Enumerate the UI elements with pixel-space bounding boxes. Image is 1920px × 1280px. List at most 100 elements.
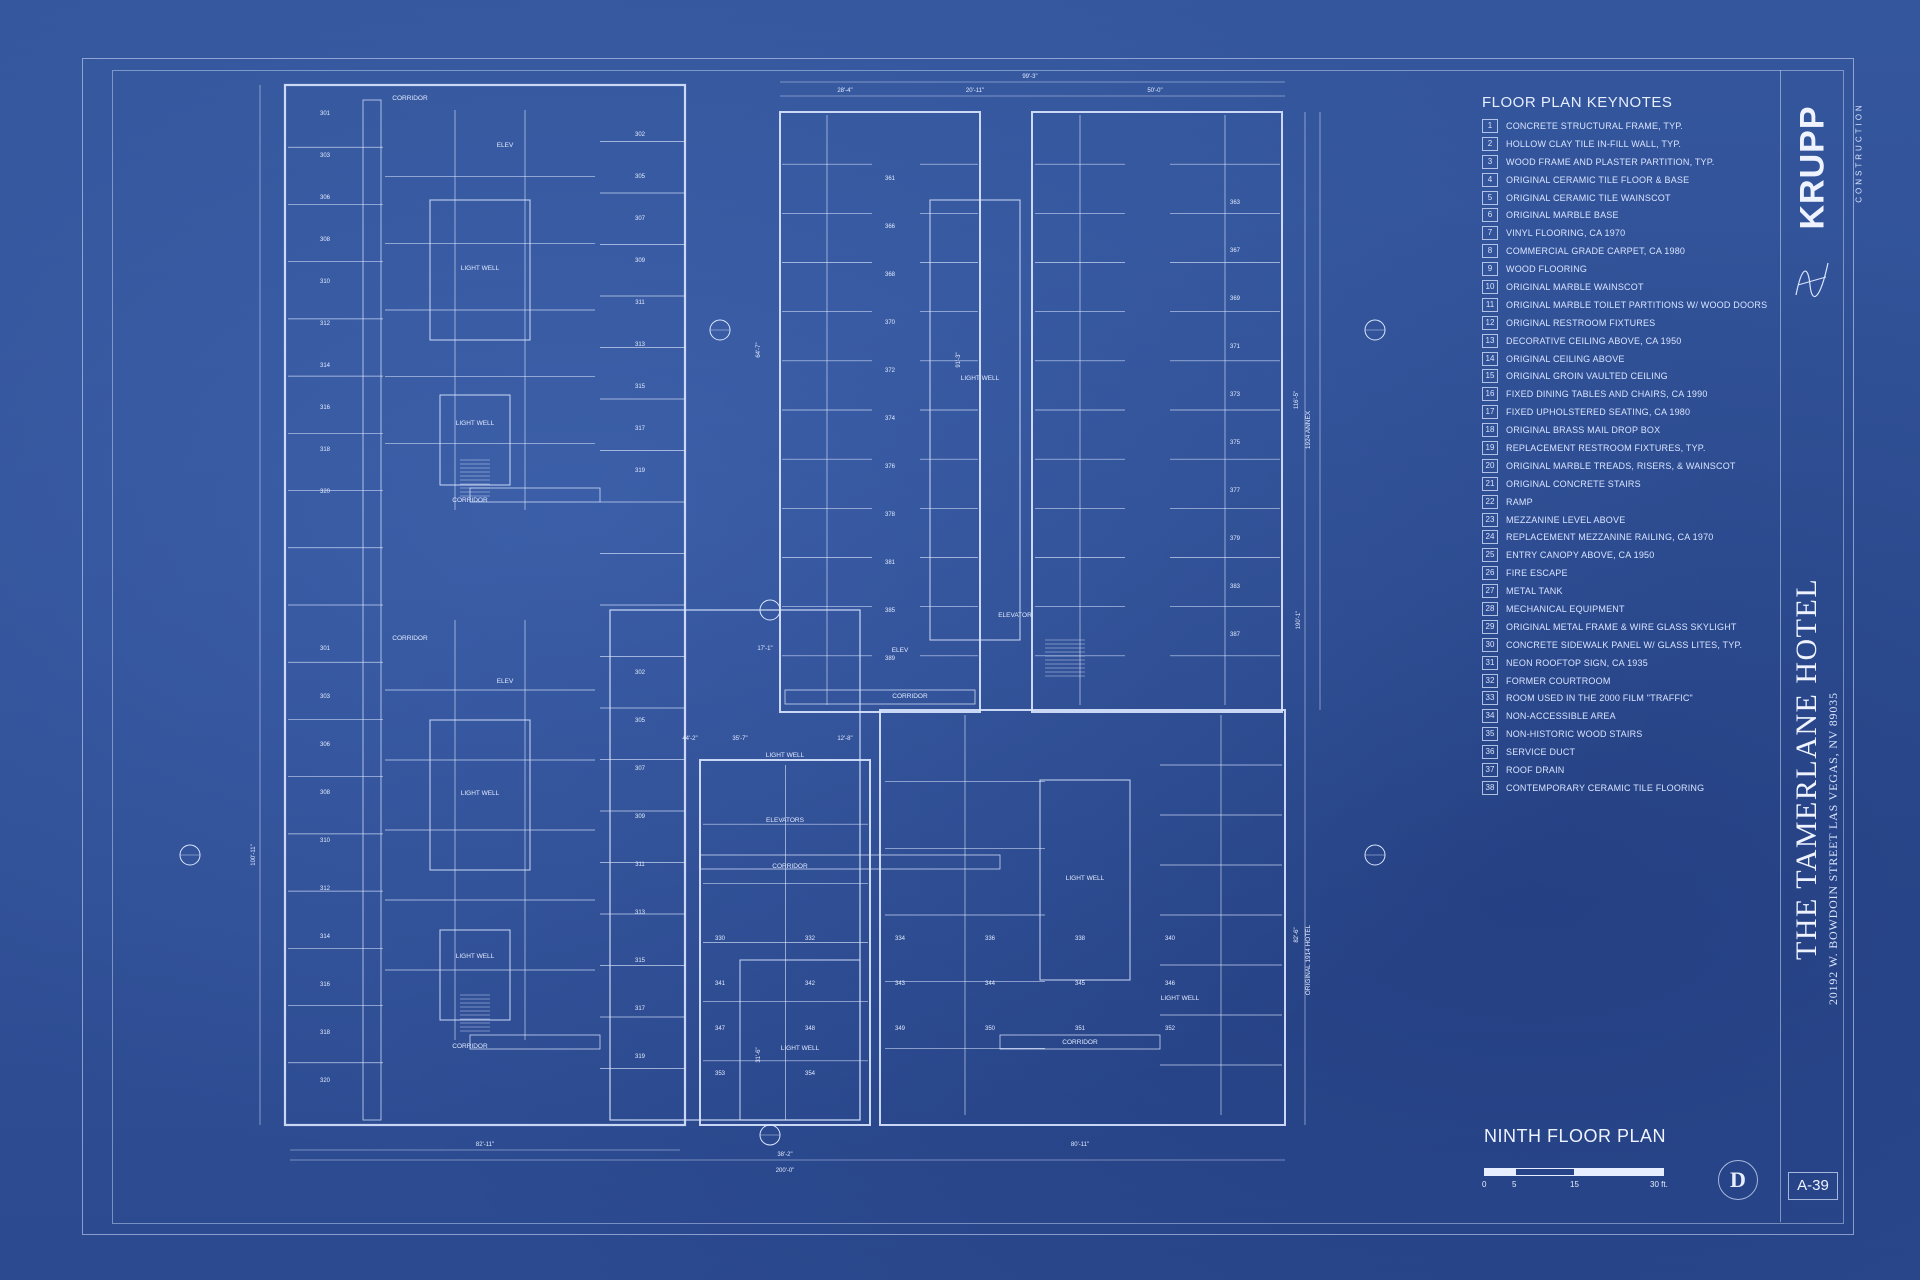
dimension-label: 28'-4": [837, 88, 852, 94]
room-number: 303: [320, 694, 331, 700]
area-label: CORRIDOR: [1062, 1039, 1098, 1046]
room-number: 354: [805, 1071, 816, 1077]
room-number: 311: [635, 300, 645, 306]
keynote-number: 6: [1482, 208, 1498, 223]
room-number: 320: [320, 489, 331, 495]
keynote-number: 15: [1482, 369, 1498, 384]
room-number: 309: [635, 258, 646, 264]
corridor: [469, 487, 601, 503]
keynote-number: 28: [1482, 601, 1498, 616]
room-number: 302: [635, 670, 646, 676]
graphic-scale: 0 5 15 30 ft.: [1482, 1168, 1684, 1198]
area-label: CORRIDOR: [452, 1043, 488, 1050]
area-label: LIGHT WELL: [1161, 995, 1200, 1002]
room-number: 319: [635, 1054, 646, 1060]
hotel-name: THE TAMERLANE HOTEL: [1790, 577, 1823, 960]
room-number: 375: [1230, 440, 1241, 446]
dimension-label: 82'-6": [1294, 927, 1300, 942]
keynote-text: CONTEMPORARY CERAMIC TILE FLOORING: [1506, 782, 1705, 793]
room-number: 301: [320, 646, 331, 652]
keynote-text: ORIGINAL BRASS MAIL DROP BOX: [1506, 425, 1661, 436]
keynote-text: MECHANICAL EQUIPMENT: [1506, 603, 1625, 614]
corridor: [469, 1034, 601, 1050]
room-number: 316: [320, 405, 331, 411]
room-number: 347: [715, 1026, 726, 1032]
keynote-number: 37: [1482, 763, 1498, 777]
room-number: 311: [635, 862, 645, 868]
hotel-address: 20192 W. BOWDOIN STREET LAS VEGAS, NV 89…: [1826, 692, 1840, 1005]
keynote-text: CONCRETE SIDEWALK PANEL W/ GLASS LITES, …: [1506, 639, 1743, 650]
room-number: 350: [985, 1026, 996, 1032]
keynote-text: ORIGINAL GROIN VAULTED CEILING: [1506, 371, 1668, 382]
room-number: 313: [635, 910, 646, 916]
keynote-text: FORMER COURTROOM: [1506, 675, 1611, 686]
keynote-text: ENTRY CANOPY ABOVE, CA 1950: [1506, 550, 1655, 561]
keynote-text: FIXED UPHOLSTERED SEATING, CA 1980: [1506, 407, 1691, 418]
room-number: 314: [320, 934, 331, 940]
dimension-label: 50'-0": [1147, 88, 1162, 94]
room-number: 348: [805, 1026, 816, 1032]
scale-label: 30 ft.: [1650, 1180, 1668, 1189]
room-number: 306: [320, 742, 331, 748]
room-number: 345: [1075, 981, 1086, 987]
room-number: 305: [635, 718, 646, 724]
keynote-number: 32: [1482, 673, 1498, 688]
keynote-number: 5: [1482, 190, 1498, 205]
sheet-border-outer: [82, 58, 1854, 1235]
dimension-label: 200'-0": [776, 1168, 795, 1174]
keynote-number: 18: [1482, 423, 1498, 438]
keynote-text: NON-HISTORIC WOOD STAIRS: [1506, 729, 1643, 740]
room-number: 352: [1165, 1026, 1176, 1032]
center-block-outline: [609, 609, 861, 1121]
room-number: 343: [895, 981, 906, 987]
keynote-text: MEZZANINE LEVEL ABOVE: [1506, 514, 1626, 525]
keynote-text: RAMP: [1506, 496, 1533, 507]
keynote-number: 4: [1482, 172, 1498, 187]
scale-bar-segment: [1484, 1168, 1516, 1176]
room-number: 309: [635, 814, 646, 820]
area-label: ELEVATORS: [766, 817, 805, 824]
keynote-text: SERVICE DUCT: [1506, 747, 1576, 758]
room-number: 318: [320, 1030, 331, 1036]
keynote-number: 19: [1482, 440, 1498, 455]
room-number: 308: [320, 790, 331, 796]
room-number: 342: [805, 981, 816, 987]
keynote-text: ORIGINAL CERAMIC TILE WAINSCOT: [1506, 192, 1671, 203]
room-number: 308: [320, 237, 331, 243]
room-number: 376: [885, 464, 896, 470]
corridor: [999, 1034, 1161, 1050]
area-label: CORRIDOR: [392, 635, 428, 642]
room-number: 313: [635, 342, 646, 348]
keynote-item: 15 ORIGINAL GROIN VAULTED CEILING: [1482, 367, 1772, 385]
title-block: [1780, 70, 1843, 1222]
area-label: LIGHT WELL: [781, 1045, 820, 1052]
room-number: 363: [1230, 200, 1241, 206]
area-label: 1924 ANNEX: [1305, 410, 1312, 449]
dimension-label: 17'-1": [757, 646, 772, 652]
keynote-text: HOLLOW CLAY TILE IN-FILL WALL, TYP.: [1506, 138, 1682, 149]
keynote-number: 10: [1482, 279, 1498, 294]
room-number: 369: [1230, 296, 1241, 302]
keynote-number: 25: [1482, 548, 1498, 563]
room-number: 306: [320, 195, 331, 201]
keynote-number: 9: [1482, 262, 1498, 277]
room-number: 310: [320, 279, 331, 285]
room-number: 307: [635, 216, 646, 222]
keynote-text: VINYL FLOORING, CA 1970: [1506, 228, 1626, 239]
room-number: 312: [320, 886, 331, 892]
light-well: [429, 199, 531, 341]
keynote-number: 21: [1482, 476, 1498, 491]
room-number: 302: [635, 132, 646, 138]
